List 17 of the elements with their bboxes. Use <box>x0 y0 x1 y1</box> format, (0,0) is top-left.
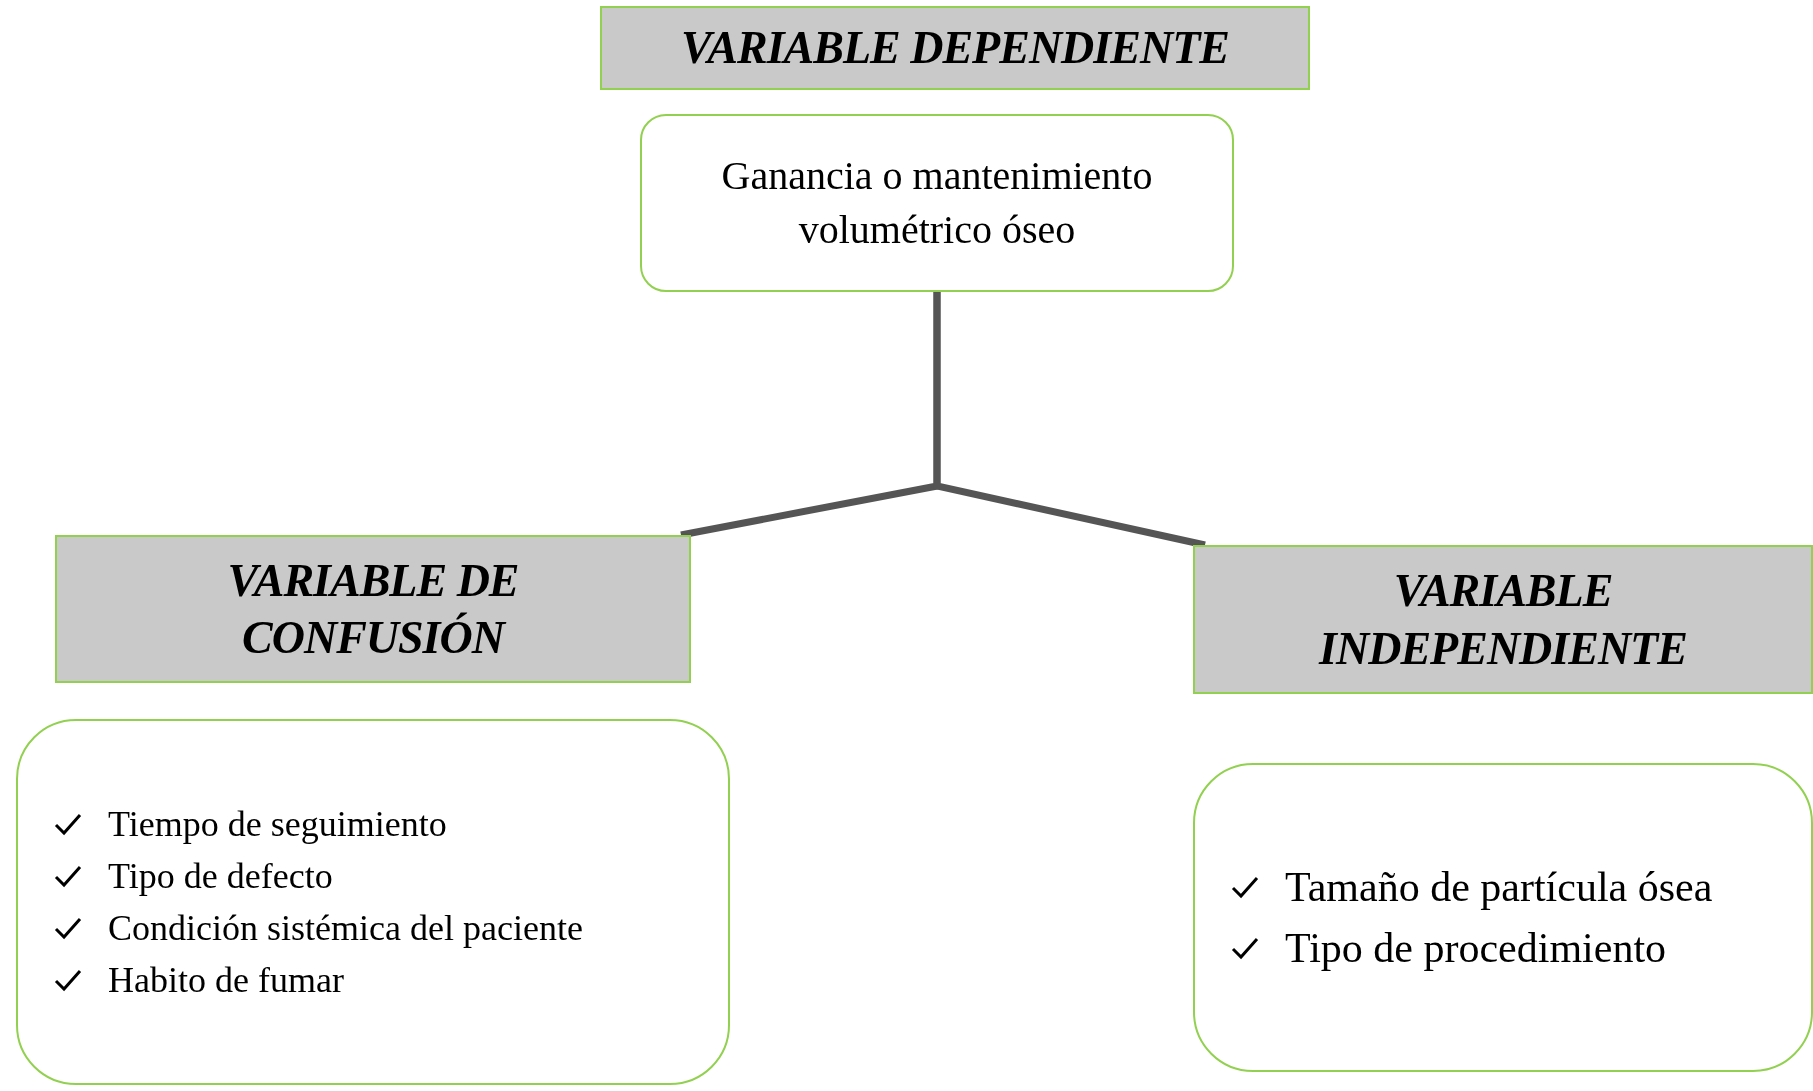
checklist-box <box>16 719 730 1085</box>
list-item-text: Habito de fumar <box>108 959 344 1003</box>
list-item-text: Tipo de defecto <box>108 854 333 898</box>
list-item-text: Tipo de procedimiento <box>1285 923 1667 973</box>
list-item-text: Condición sistémica del paciente <box>108 907 583 950</box>
heading-box <box>1193 545 1813 694</box>
checklist-box <box>1193 763 1813 1072</box>
heading-text: VARIABLE DEPENDIENTE <box>681 21 1229 76</box>
heading-box <box>600 6 1310 90</box>
box-text: Ganancia o mantenimiento volumétrico óseo <box>720 152 1154 254</box>
variable-box <box>640 114 1234 292</box>
heading-box <box>55 535 691 683</box>
list-item-text: Tiempo de seguimiento <box>108 802 447 846</box>
heading-text: VARIABLE DE CONFUSIÓN <box>226 553 520 665</box>
connector-line <box>933 292 1206 549</box>
list-item-text: Tamaño de partícula ósea <box>1285 862 1713 912</box>
heading-text: VARIABLE INDEPENDIENTE <box>1317 564 1688 676</box>
